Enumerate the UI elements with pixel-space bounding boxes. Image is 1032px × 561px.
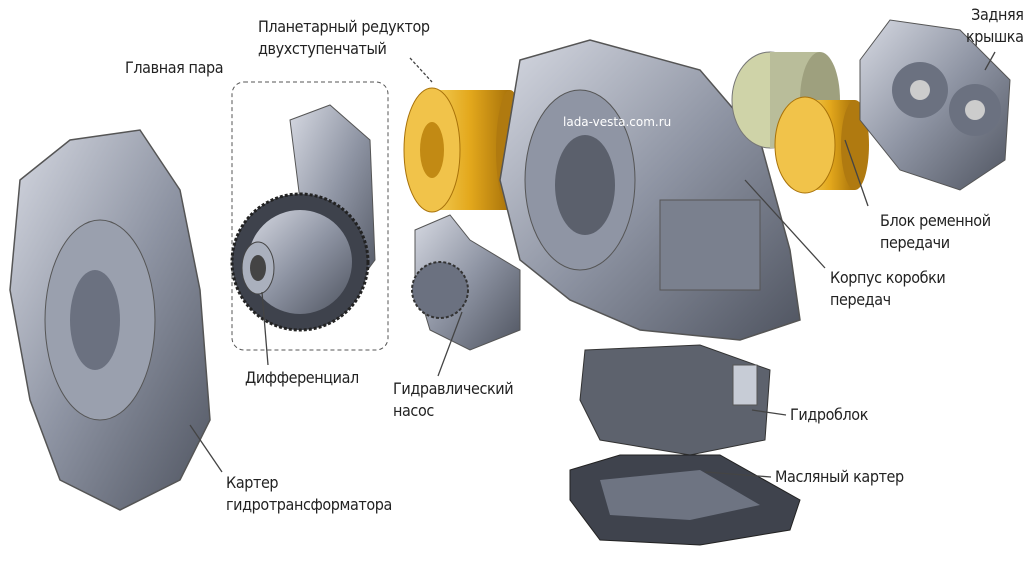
belt-block-part <box>731 51 869 194</box>
label-line: гидротрансформатора <box>226 495 392 514</box>
label-line: Гидравлический <box>393 379 514 398</box>
hydraulic-pump-part <box>411 214 521 351</box>
label-line: Планетарный редуктор <box>258 17 430 36</box>
label-line: насос <box>393 401 434 420</box>
rear-cover-part <box>859 19 1011 191</box>
label-line: Блок ременной <box>880 211 991 230</box>
label-line: Картер <box>226 473 279 492</box>
label-main-pair: Главная пара <box>125 58 224 77</box>
converter-housing-part <box>9 129 211 511</box>
label-belt-block: Блок ременной передачи <box>880 210 991 254</box>
label-line: передач <box>830 290 891 309</box>
label-planetary-gear: Планетарный редуктор двухступенчатый <box>258 16 430 60</box>
label-converter-housing: Картер гидротрансформатора <box>226 472 392 516</box>
main-pair-frame <box>231 81 389 351</box>
gearbox-housing-part <box>499 39 801 341</box>
valve-body-part <box>579 344 771 456</box>
label-oil-pan: Масляный картер <box>775 467 904 486</box>
label-gearbox-housing: Корпус коробки передач <box>830 267 946 311</box>
label-differential: Дифференциал <box>245 368 359 387</box>
label-line: Задняя <box>971 5 1024 24</box>
leader-lines <box>189 51 996 478</box>
label-line: Корпус коробки <box>830 268 946 287</box>
watermark: lada-vesta.com.ru <box>563 115 672 129</box>
label-rear-cover: Задняя крышка <box>966 4 1024 48</box>
label-line: двухступенчатый <box>258 39 387 58</box>
label-hydraulic-pump: Гидравлический насос <box>393 378 514 422</box>
label-valve-body: Гидроблок <box>790 405 869 424</box>
main-pair-part <box>230 104 376 332</box>
label-line: передачи <box>880 233 950 252</box>
label-line: крышка <box>966 27 1024 46</box>
oil-pan-part <box>569 454 801 546</box>
